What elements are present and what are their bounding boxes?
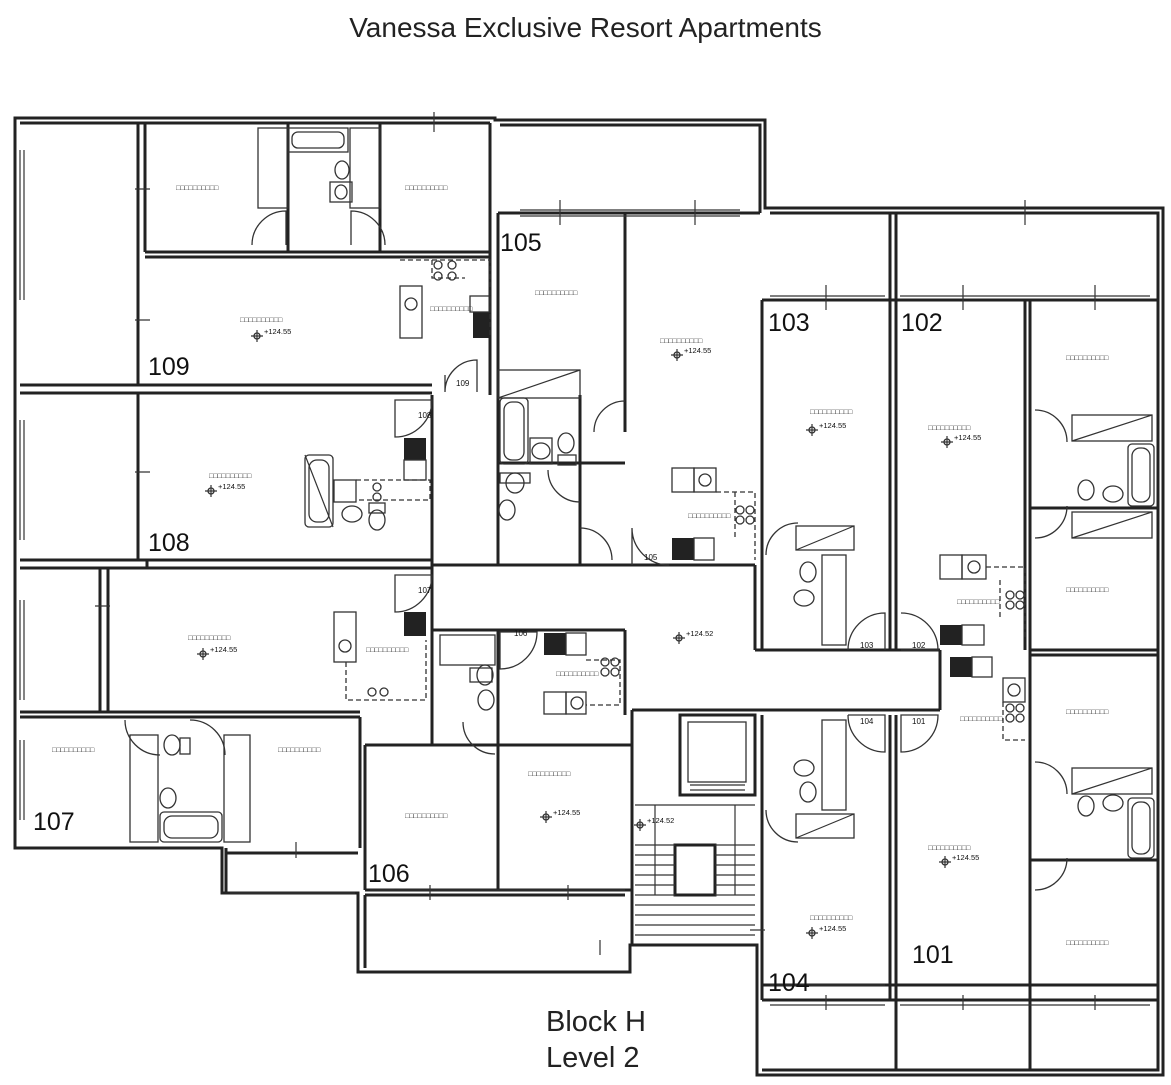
room-label: □□□□□□□□□□ — [688, 513, 731, 520]
level-label: Level 2 — [546, 1042, 640, 1074]
room-label: □□□□□□□□□□ — [430, 306, 473, 313]
entrance-doors — [394, 359, 939, 753]
column-marks — [95, 112, 1096, 1010]
room-label: □□□□□□□□□□ — [52, 747, 95, 754]
room-label: □□□□□□□□□□ — [278, 747, 321, 754]
room-label: □□□□□□□□□□ — [960, 716, 1003, 723]
room-label: □□□□□□□□□□ — [928, 845, 971, 852]
level-marker-stair: +124.52 — [634, 816, 674, 831]
drawing-title: Vanessa Exclusive Resort Apartments — [349, 12, 822, 43]
level-marker-108: +124.55 — [205, 482, 245, 497]
door-number-102: 102 — [912, 641, 926, 650]
room-label: □□□□□□□□□□ — [556, 671, 599, 678]
unit-label-104: 104 — [768, 969, 810, 997]
level-marker-107: +124.55 — [197, 645, 237, 660]
room-label: □□□□□□□□□□ — [928, 425, 971, 432]
unit-label-103: 103 — [768, 309, 810, 337]
door-number-107: 107 — [418, 586, 432, 595]
svg-text:+124.55: +124.55 — [684, 346, 711, 355]
kitchens — [333, 259, 1026, 741]
room-label: □□□□□□□□□□ — [957, 599, 1000, 606]
room-label: □□□□□□□□□□ — [240, 317, 283, 324]
door-number-103: 103 — [860, 641, 874, 650]
svg-text:+124.55: +124.55 — [553, 808, 580, 817]
room-label: □□□□□□□□□□ — [405, 813, 448, 820]
drawing-footer: Block H Level 2 — [546, 1004, 646, 1076]
room-label: □□□□□□□□□□ — [176, 185, 219, 192]
svg-text:+124.52: +124.52 — [647, 816, 674, 825]
room-label: □□□□□□□□□□ — [535, 290, 578, 297]
svg-text:+124.55: +124.55 — [954, 433, 981, 442]
unit-label-101: 101 — [912, 941, 954, 969]
elevator-stairs — [635, 713, 757, 936]
room-label: □□□□□□□□□□ — [810, 409, 853, 416]
svg-text:+124.55: +124.55 — [210, 645, 237, 654]
unit-label-108: 108 — [148, 529, 190, 557]
svg-text:+124.52: +124.52 — [686, 629, 713, 638]
unit-label-105: 105 — [500, 229, 542, 257]
room-label: □□□□□□□□□□ — [810, 915, 853, 922]
unit-label-106: 106 — [368, 860, 410, 888]
room-label: □□□□□□□□□□ — [1066, 355, 1109, 362]
room-labels: □□□□□□□□□□ □□□□□□□□□□ □□□□□□□□□□ □□□□□□□… — [52, 185, 1109, 947]
door-number-101: 101 — [912, 717, 926, 726]
interior-walls — [20, 123, 1158, 1070]
door-number-106: 106 — [514, 629, 528, 638]
door-number-105: 105 — [644, 553, 658, 562]
room-label: □□□□□□□□□□ — [209, 473, 252, 480]
level-marker-103: +124.55 — [806, 421, 846, 436]
room-label: □□□□□□□□□□ — [1066, 709, 1109, 716]
block-label: Block H — [546, 1006, 646, 1038]
room-label: □□□□□□□□□□ — [528, 771, 571, 778]
level-marker-104: +124.55 — [806, 924, 846, 939]
svg-text:+124.55: +124.55 — [819, 421, 846, 430]
level-marker-109: +124.55 — [251, 327, 291, 342]
svg-text:+124.55: +124.55 — [819, 924, 846, 933]
door-number-109: 109 — [456, 379, 470, 388]
door-number-104: 104 — [860, 717, 874, 726]
room-label: □□□□□□□□□□ — [188, 635, 231, 642]
svg-text:+124.55: +124.55 — [264, 327, 291, 336]
door-numbers: 109 108 107 106 105 104 103 102 101 — [418, 379, 926, 726]
unit-label-107: 107 — [33, 808, 75, 836]
unit-label-109: 109 — [148, 353, 190, 381]
windows — [19, 150, 1163, 1006]
svg-text:+124.55: +124.55 — [218, 482, 245, 491]
room-label: □□□□□□□□□□ — [660, 338, 703, 345]
level-marker-106: +124.55 — [540, 808, 580, 823]
room-label: □□□□□□□□□□ — [1066, 940, 1109, 947]
bathroom-fixtures — [124, 127, 1155, 891]
level-markers: +124.55 +124.55 +124.55 +124.55 +124.55 … — [197, 327, 981, 939]
level-marker-102: +124.55 — [941, 433, 981, 448]
room-label: □□□□□□□□□□ — [405, 185, 448, 192]
level-marker-corridor: +124.52 — [673, 629, 713, 644]
level-marker-101: +124.55 — [939, 853, 979, 868]
svg-text:+124.55: +124.55 — [952, 853, 979, 862]
door-number-108: 108 — [418, 411, 432, 420]
level-marker-105: +124.55 — [671, 346, 711, 361]
unit-numbers: 109 108 107 106 105 104 103 102 101 — [33, 229, 954, 997]
outer-walls — [13, 116, 1165, 1077]
unit-label-102: 102 — [901, 309, 943, 337]
room-label: □□□□□□□□□□ — [366, 647, 409, 654]
room-label: □□□□□□□□□□ — [1066, 587, 1109, 594]
